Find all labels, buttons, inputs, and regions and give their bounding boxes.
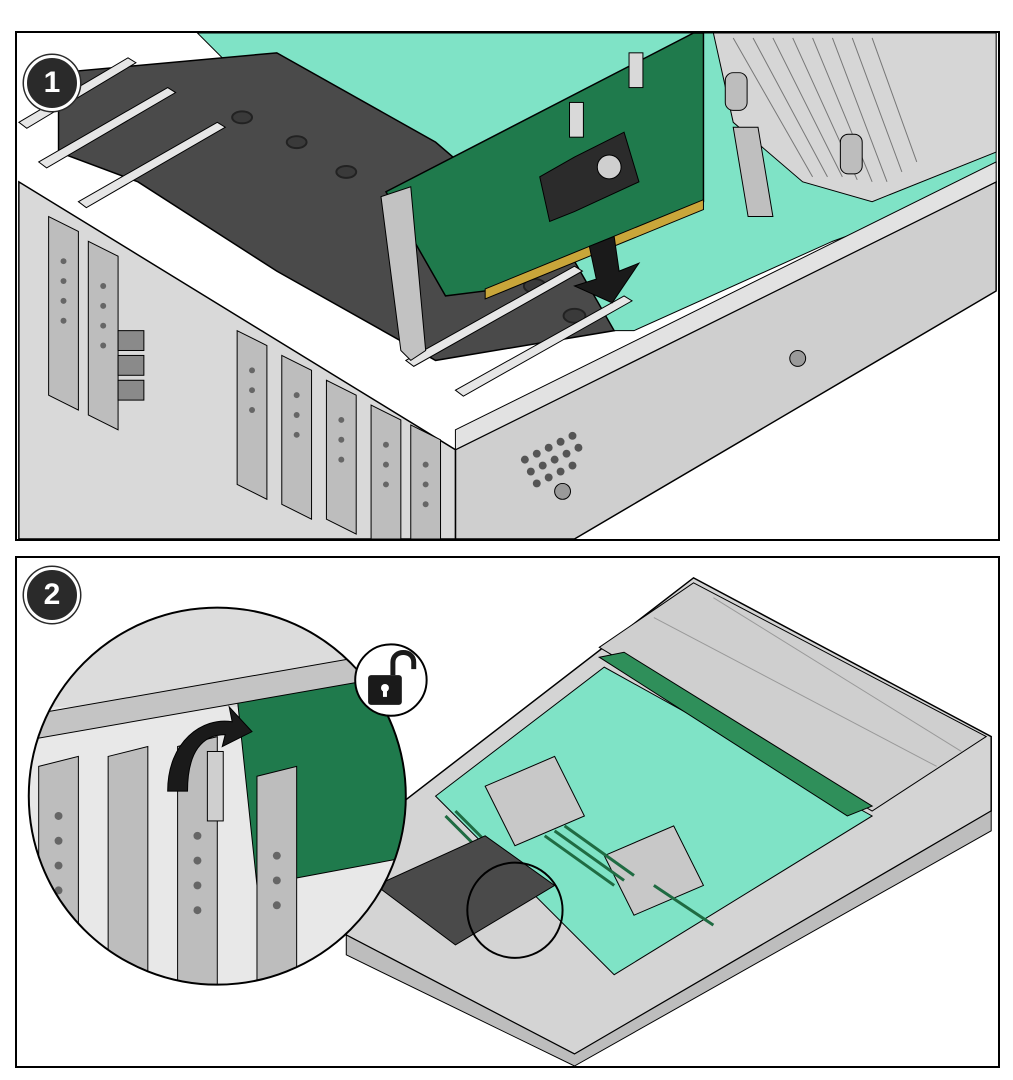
network-ports	[117, 330, 145, 401]
step-1-badge: 1	[24, 55, 80, 111]
side-vent	[520, 431, 583, 488]
backplane	[597, 651, 874, 817]
curved-arrow-icon	[167, 705, 253, 792]
heatsink	[712, 33, 997, 203]
card-latch	[206, 750, 224, 822]
card-bracket	[380, 186, 427, 362]
server-chassis	[345, 576, 992, 1066]
step-2-panel: 2	[15, 556, 1000, 1068]
cpu-heatsinks	[484, 755, 705, 916]
pcie-card	[380, 33, 705, 362]
interior-motherboard	[434, 666, 874, 976]
card-standoff	[732, 126, 774, 218]
zoom-source-circle	[466, 861, 564, 959]
step-2-badge: 2	[24, 567, 80, 623]
step-1-illustration	[17, 33, 997, 539]
step-1-panel: 1	[15, 31, 1000, 541]
down-arrow-icon	[573, 235, 641, 304]
memory-dimms	[444, 809, 715, 927]
step-2-illustration	[27, 576, 992, 1066]
unlock-icon	[354, 643, 428, 717]
